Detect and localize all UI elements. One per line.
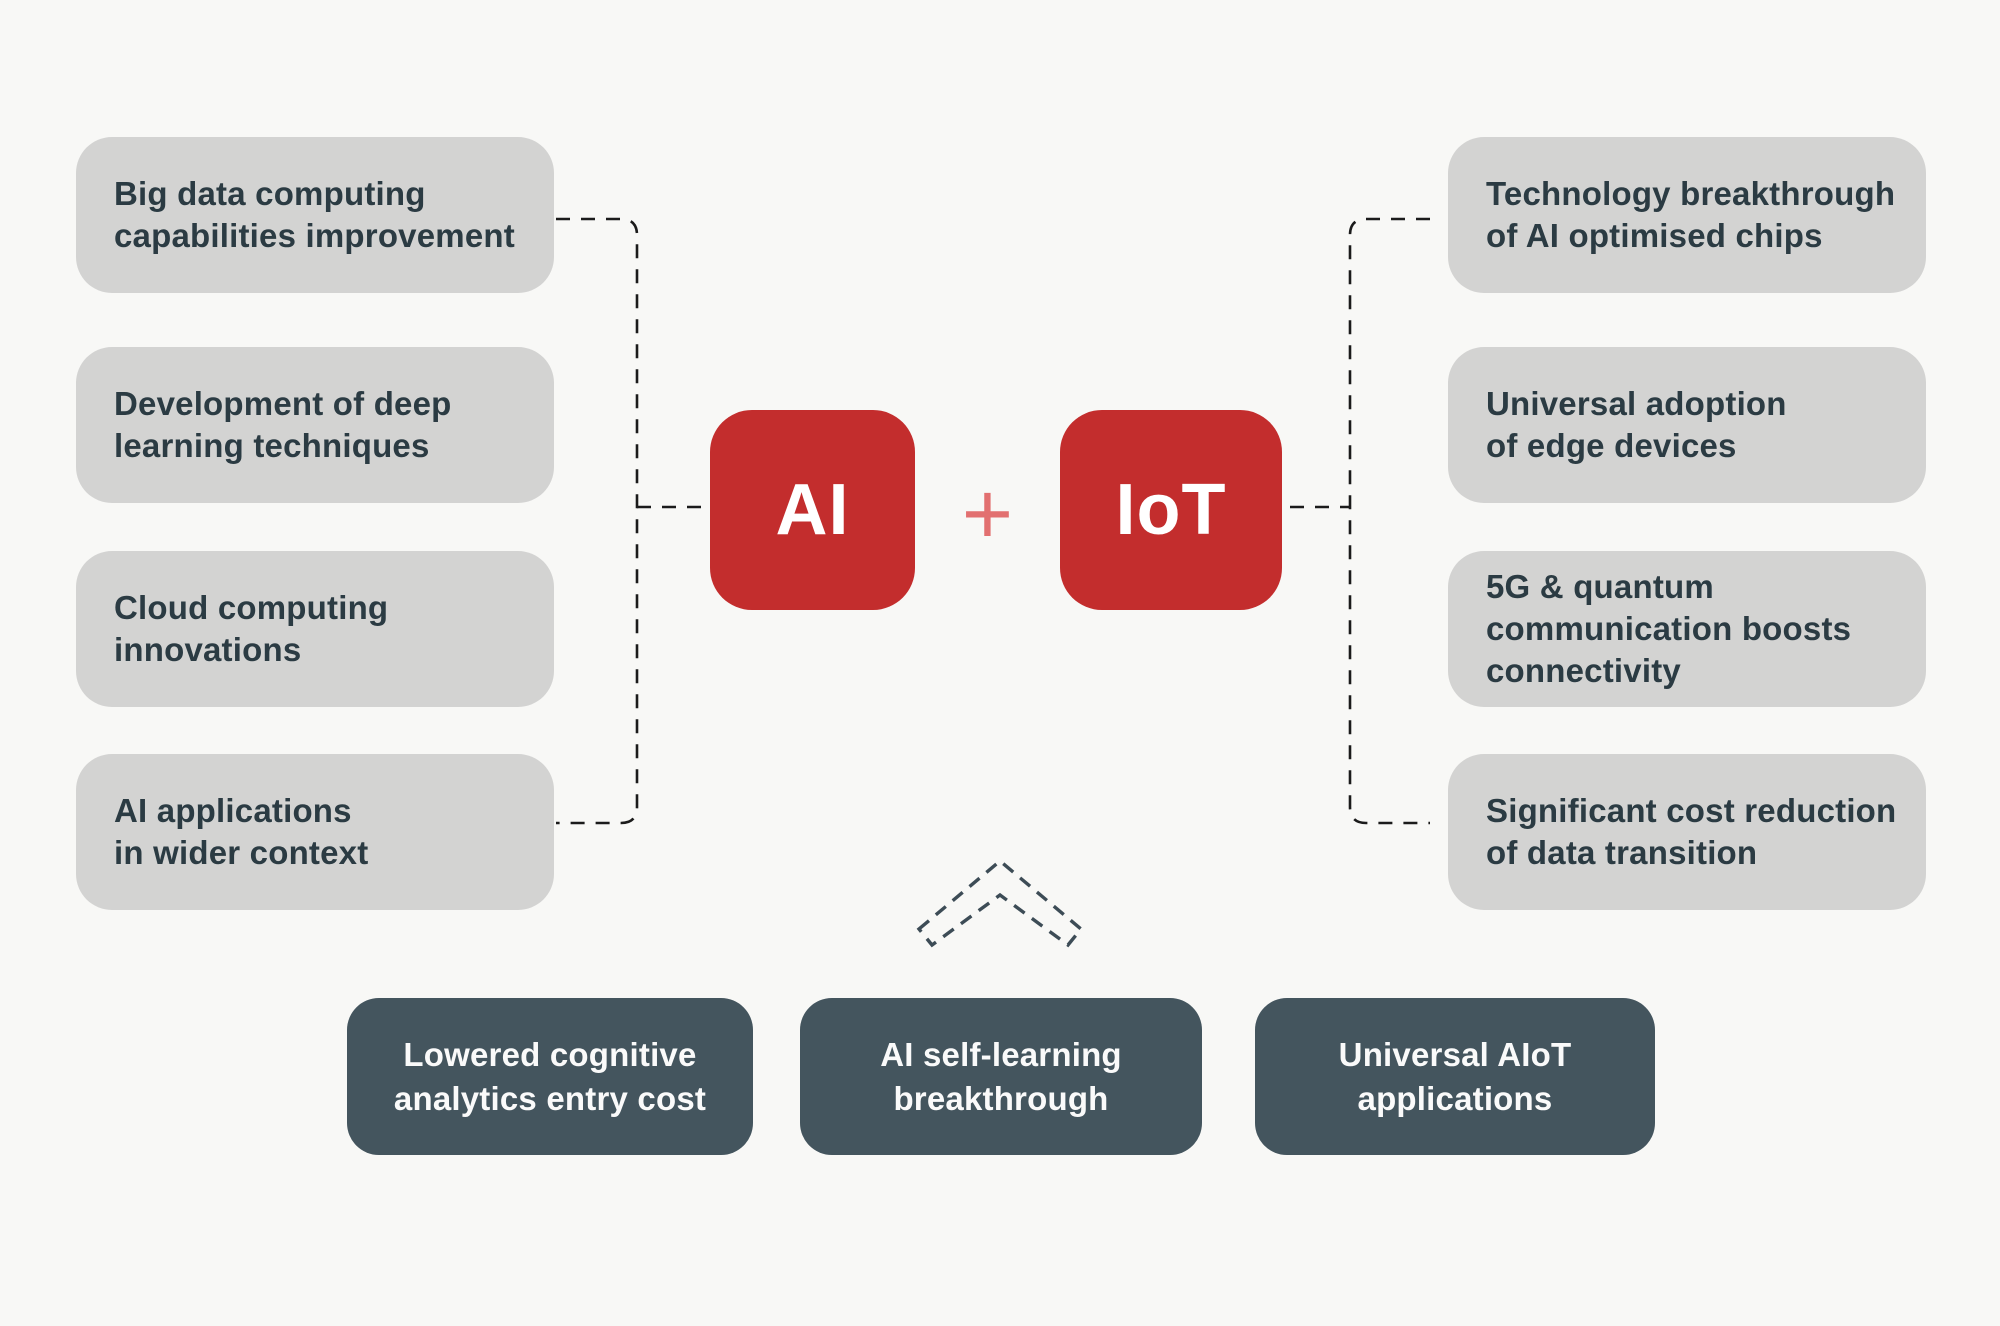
- factor-label: Universal adoption of edge devices: [1486, 385, 1787, 464]
- factor-label: AI applications in wider context: [114, 792, 369, 871]
- chevron-up-arrow-icon: [916, 858, 1084, 948]
- factor-label: Big data computing capabilities improvem…: [114, 175, 515, 254]
- outcome-box-cognitive-analytics: Lowered cognitive analytics entry cost: [347, 998, 753, 1155]
- factor-box-big-data: Big data computing capabilities improvem…: [76, 137, 554, 293]
- connector-right-bracket: [1348, 217, 1430, 825]
- plus-icon: +: [961, 464, 1014, 563]
- factor-label: Significant cost reduction of data trans…: [1486, 792, 1897, 871]
- factor-label: Cloud computing innovations: [114, 589, 389, 668]
- iot-node-label: IoT: [1115, 470, 1227, 550]
- factor-box-edge-devices: Universal adoption of edge devices: [1448, 347, 1926, 503]
- outcome-box-aiot-applications: Universal AIoT applications: [1255, 998, 1655, 1155]
- ai-node: AI: [710, 410, 915, 610]
- factor-box-deep-learning: Development of deep learning techniques: [76, 347, 554, 503]
- ai-node-label: AI: [775, 470, 850, 550]
- outcome-label: Universal AIoT applications: [1338, 1035, 1572, 1117]
- outcome-box-self-learning: AI self-learning breakthrough: [800, 998, 1202, 1155]
- factor-box-cost-reduction: Significant cost reduction of data trans…: [1448, 754, 1926, 910]
- outcome-label: AI self-learning breakthrough: [880, 1035, 1122, 1117]
- factor-box-cloud-computing: Cloud computing innovations: [76, 551, 554, 707]
- factor-box-ai-chips: Technology breakthrough of AI optimised …: [1448, 137, 1926, 293]
- factor-label: Development of deep learning techniques: [114, 385, 452, 464]
- factor-label: 5G & quantum communication boosts connec…: [1486, 568, 1852, 689]
- connector-left-bracket: [556, 217, 639, 825]
- plus-wrap: +: [915, 410, 1060, 610]
- factor-label: Technology breakthrough of AI optimised …: [1486, 175, 1896, 254]
- outcome-label: Lowered cognitive analytics entry cost: [393, 1035, 707, 1117]
- factor-box-ai-applications: AI applications in wider context: [76, 754, 554, 910]
- iot-node: IoT: [1060, 410, 1282, 610]
- factor-box-5g-quantum: 5G & quantum communication boosts connec…: [1448, 551, 1926, 707]
